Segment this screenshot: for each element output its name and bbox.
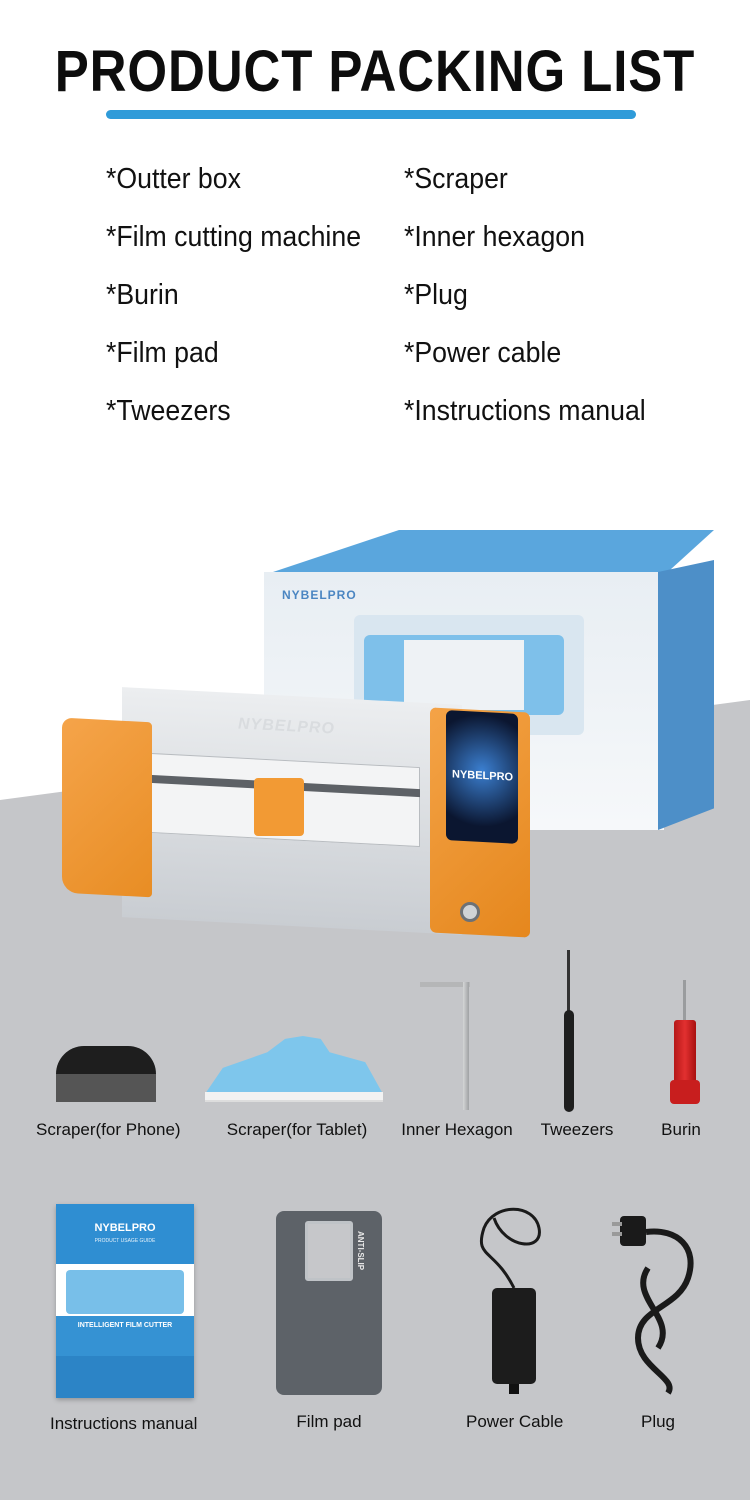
caption-scraper-phone: Scraper(for Phone) (36, 1120, 181, 1139)
caption-burin: Burin (661, 1120, 701, 1139)
list-item: *Inner hexagon (404, 221, 585, 253)
box-side (658, 560, 714, 830)
list-item: *Tweezers (106, 395, 231, 427)
caption-instructions-manual: Instructions manual (50, 1414, 198, 1433)
list-item: *Plug (404, 279, 468, 311)
list-item: *Scraper (404, 163, 508, 195)
list-item: *Film cutting machine (106, 221, 362, 253)
list-item: *Burin (106, 279, 179, 311)
packing-list-right: *Scraper *Inner hexagon *Plug *Power cab… (404, 150, 667, 440)
machine-left-cap (62, 717, 152, 898)
instructions-manual-image: NYBELPRO PRODUCT USAGE GUIDE INTELLIGENT… (56, 1204, 194, 1398)
title-underline (106, 110, 636, 119)
caption-tweezers: Tweezers (540, 1120, 614, 1139)
packing-list-left: *Outter box *Film cutting machine *Burin… (106, 150, 383, 440)
power-button-icon (460, 902, 480, 922)
power-cable-image (464, 1198, 564, 1398)
inner-hexagon-image (420, 982, 472, 1112)
film-cutting-machine-image: NYBELPRO NYBELPRO (62, 687, 532, 938)
page-title: PRODUCT PACKING LIST (54, 39, 696, 104)
list-item: *Film pad (106, 337, 219, 369)
list-item: *Outter box (106, 163, 241, 195)
caption-plug: Plug (640, 1412, 676, 1431)
box-brand: NYBELPRO (282, 588, 357, 602)
machine-cutter-head (254, 778, 304, 836)
scraper-phone-image (56, 1046, 156, 1102)
manual-subtitle: PRODUCT USAGE GUIDE (94, 1238, 156, 1244)
burin-image (670, 980, 700, 1104)
pad-text: ANTI-SLIP (356, 1231, 365, 1271)
manual-product: INTELLIGENT FILM CUTTER (77, 1322, 173, 1329)
caption-film-pad: Film pad (296, 1412, 362, 1431)
caption-power-cable: Power Cable (466, 1412, 564, 1431)
caption-scraper-tablet: Scraper(for Tablet) (226, 1120, 368, 1139)
plug-image (608, 1208, 708, 1398)
tweezers-image (562, 950, 576, 1112)
caption-inner-hexagon: Inner Hexagon (401, 1120, 513, 1139)
box-top (264, 530, 714, 575)
list-item: *Power cable (404, 337, 562, 369)
machine-screen: NYBELPRO (446, 710, 518, 844)
scraper-tablet-image (205, 1036, 383, 1102)
manual-brand: NYBELPRO (94, 1222, 156, 1234)
screen-brand: NYBELPRO (452, 768, 514, 784)
film-pad-image: ANTI-SLIP (276, 1211, 382, 1395)
list-item: *Instructions manual (404, 395, 646, 427)
